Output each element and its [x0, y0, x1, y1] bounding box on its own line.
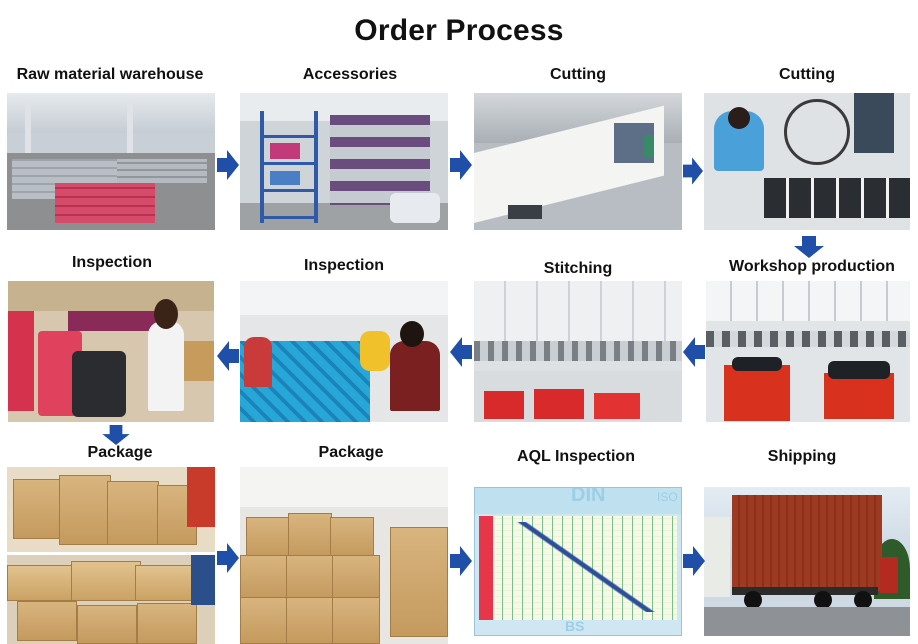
step-label-stitching: Stitching [543, 260, 613, 277]
step-label-inspection-1: Inspection [71, 254, 152, 271]
arrow-left-icon [217, 341, 239, 371]
arrow-left-icon [683, 337, 705, 367]
arrow-right-icon [217, 543, 239, 573]
step-label-accessories: Accessories [302, 66, 398, 83]
page-title: Order Process [354, 14, 564, 47]
step-label-inspection-2: Inspection [303, 257, 384, 274]
photo-aql-inspection-chart: DIN ISO BS [474, 487, 682, 636]
step-label-cutting-2: Cutting [779, 66, 835, 83]
step-label-package-2: Package [318, 444, 384, 461]
arrow-right-icon [450, 150, 472, 180]
aql-watermark-bottom: BS [565, 618, 585, 634]
photo-inspection-1 [8, 281, 214, 422]
step-label-raw-material-warehouse: Raw material warehouse [16, 66, 204, 83]
arrow-right-icon [683, 157, 703, 185]
step-label-shipping: Shipping [767, 448, 837, 465]
photo-package-1-bottom [7, 555, 215, 644]
photo-accessories [240, 93, 448, 230]
aql-watermark-top: DIN [571, 487, 606, 506]
photo-stitching [474, 281, 682, 422]
arrow-down-icon [794, 236, 824, 258]
arrow-left-icon [450, 337, 472, 367]
arrow-down-icon [101, 425, 131, 445]
photo-inspection-2 [240, 281, 448, 422]
photo-package-1-top [7, 467, 215, 552]
step-label-cutting-1: Cutting [550, 66, 606, 83]
photo-cutting-2 [704, 93, 910, 230]
photo-package-2 [240, 467, 448, 644]
arrow-right-icon [450, 546, 472, 576]
aql-watermark-corner: ISO [657, 490, 678, 504]
photo-workshop-production [706, 281, 910, 422]
arrow-right-icon [217, 150, 239, 180]
step-label-aql-inspection: AQL Inspection [517, 448, 635, 465]
arrow-right-icon [683, 546, 705, 576]
step-label-workshop-production: Workshop production [729, 258, 895, 275]
photo-cutting-1 [474, 93, 682, 230]
step-label-package-1: Package [87, 444, 153, 461]
photo-shipping [704, 487, 910, 636]
photo-raw-material-warehouse [7, 93, 215, 230]
